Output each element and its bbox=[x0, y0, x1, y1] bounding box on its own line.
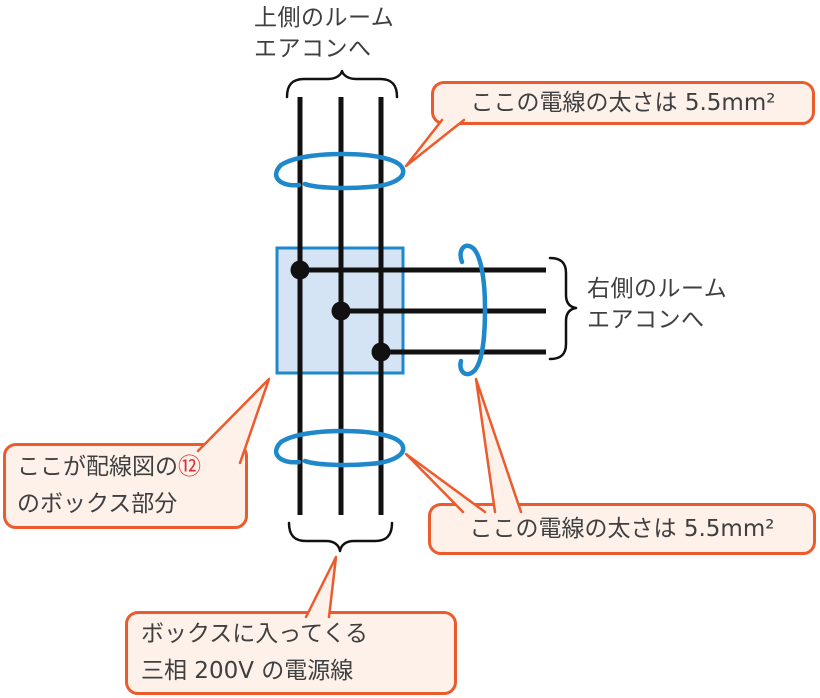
callout-box-note-line2: のボックス部分 bbox=[17, 491, 178, 517]
cable-tie-markers bbox=[273, 151, 488, 468]
callout-box-note-line1: ここが配線図の⑫ bbox=[17, 449, 245, 486]
top-destination-label: 上側のルーム エアコンへ bbox=[254, 3, 394, 65]
circled-12-mark: ⑫ bbox=[178, 454, 201, 480]
junction-dot-2 bbox=[331, 301, 351, 321]
horizontal-wires bbox=[300, 267, 546, 355]
top-destination-line1: 上側のルーム bbox=[254, 5, 395, 31]
top-destination-line2: エアコンへ bbox=[254, 36, 372, 62]
braces bbox=[285, 69, 578, 553]
callout-power-line-line1: ボックスに入ってくる bbox=[141, 621, 369, 647]
brace-bottom bbox=[287, 521, 394, 553]
cable-tie-bottom-icon bbox=[273, 428, 406, 468]
callout-box-note-line1-text: ここが配線図の bbox=[17, 454, 178, 480]
cable-tie-right-icon bbox=[458, 243, 488, 377]
callout-box-note: ここが配線図の⑫ のボックス部分 bbox=[3, 443, 248, 529]
callout-power-line-line2: 三相 200V の電源線 bbox=[141, 658, 354, 684]
brace-top bbox=[285, 69, 399, 99]
callout-upper-wire-size: ここの電線の太さは 5.5mm² bbox=[431, 81, 815, 125]
callout-lower-wire-size-text: ここの電線の太さは 5.5mm² bbox=[469, 515, 775, 542]
cable-tie-top-icon bbox=[273, 151, 406, 191]
junction-dot-1 bbox=[290, 260, 310, 280]
right-destination-line1: 右側のルーム bbox=[587, 276, 728, 302]
callout-lower-wire-size: ここの電線の太さは 5.5mm² bbox=[428, 503, 816, 555]
junction-dots bbox=[290, 260, 391, 362]
callout-upper-wire-size-text: ここの電線の太さは 5.5mm² bbox=[470, 89, 776, 116]
callout-power-line: ボックスに入ってくる 三相 200V の電源線 bbox=[125, 611, 457, 695]
brace-right bbox=[548, 256, 578, 361]
right-destination-line2: エアコンへ bbox=[587, 307, 705, 333]
junction-dot-3 bbox=[371, 342, 391, 362]
right-destination-label: 右側のルーム エアコンへ bbox=[587, 274, 727, 336]
